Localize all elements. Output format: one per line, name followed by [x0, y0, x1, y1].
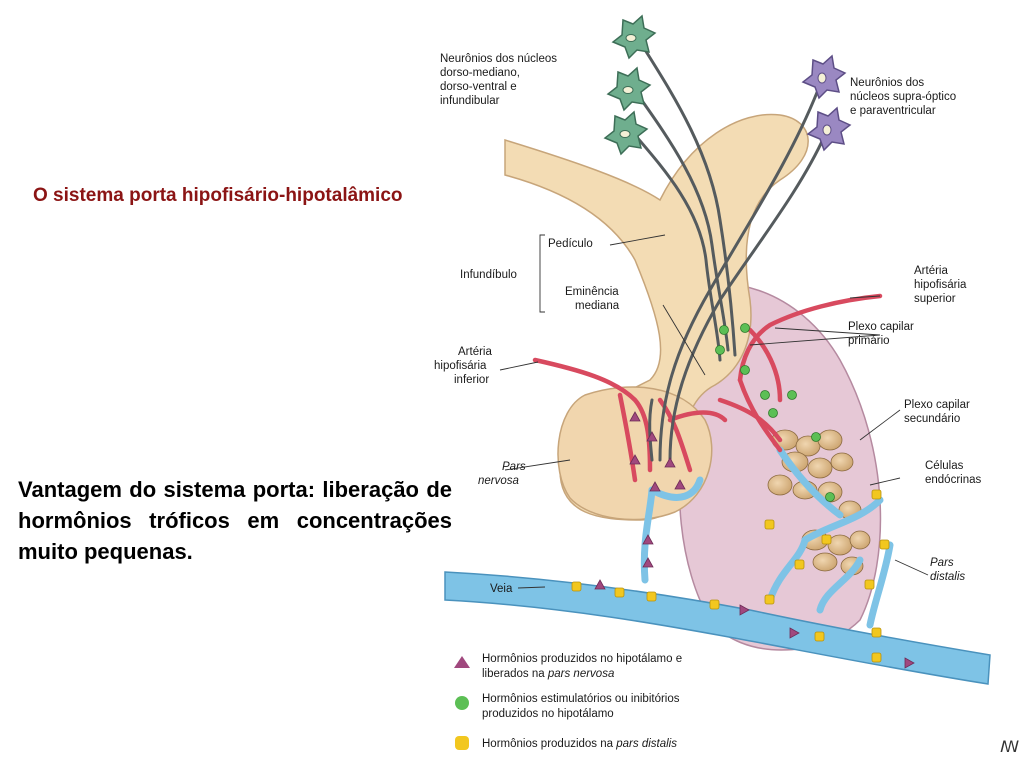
- axon-bundle-supraoptic: [648, 88, 827, 462]
- pars-nervosa-shape: [557, 386, 713, 521]
- label-eminencia: Eminência mediana: [565, 286, 622, 312]
- neuron-cells-supraoptic: [801, 54, 852, 152]
- label-art-superior: Artéria hipofisária superior: [914, 265, 970, 305]
- label-plexo-primario: Plexo capilar primário: [848, 321, 917, 347]
- legend-yellow-dot-icon: [455, 736, 469, 750]
- leader-lines: [499, 234, 929, 589]
- label-neurons-supraoptic: Neurônios dos núcleos supra-óptico e par…: [850, 77, 959, 117]
- label-veia: Veia: [490, 583, 513, 595]
- hormone-markers-purple: [594, 411, 915, 669]
- legend-item-1: Hormônios produzidos no hipotálamo e lib…: [482, 653, 685, 680]
- legend-item-3: Hormônios produzidos na pars distalis: [482, 738, 677, 750]
- label-pediculo: Pedículo: [548, 238, 593, 250]
- label-infundibulo: Infundíbulo: [460, 269, 517, 281]
- legend-green-dot-icon: [455, 696, 469, 710]
- label-neurons-tuberal: Neurônios dos núcleos dorso-mediano, dor…: [440, 53, 560, 107]
- corner-mark-icon: ꟿ: [1000, 737, 1020, 756]
- neuron-nuclei-supraoptic: [817, 72, 832, 136]
- label-pars-distalis: Pars distalis: [930, 557, 965, 583]
- legend: Hormônios produzidos no hipotálamo e lib…: [454, 653, 685, 750]
- vein: [444, 571, 991, 685]
- hormone-markers-yellow: [571, 489, 890, 663]
- hormone-markers-green: [715, 323, 835, 502]
- legend-triangle-icon: [454, 656, 470, 668]
- slide-body-text: Vantagem do sistema porta: liberação de …: [18, 477, 452, 564]
- legend-item-2: Hormônios estimulatórios ou inibitórios …: [482, 693, 683, 720]
- label-celulas: Células endócrinas: [925, 460, 982, 486]
- neuron-nuclei-tuberal: [619, 34, 637, 138]
- portal-vessels: [640, 446, 894, 629]
- label-art-inferior: Artéria hipofisária inferior: [434, 346, 495, 386]
- label-pars-nervosa: Pars nervosa: [478, 461, 529, 487]
- infundibulo-bracket: [539, 234, 545, 313]
- axon-bundle-tuberal: [633, 43, 737, 362]
- slide-title: O sistema porta hipofisário-hipotalâmico: [33, 185, 403, 206]
- pituitary-portal-diagram: Neurônios dos núcleos dorso-mediano, dor…: [434, 14, 991, 750]
- label-plexo-secundario: Plexo capilar secundário: [904, 399, 973, 425]
